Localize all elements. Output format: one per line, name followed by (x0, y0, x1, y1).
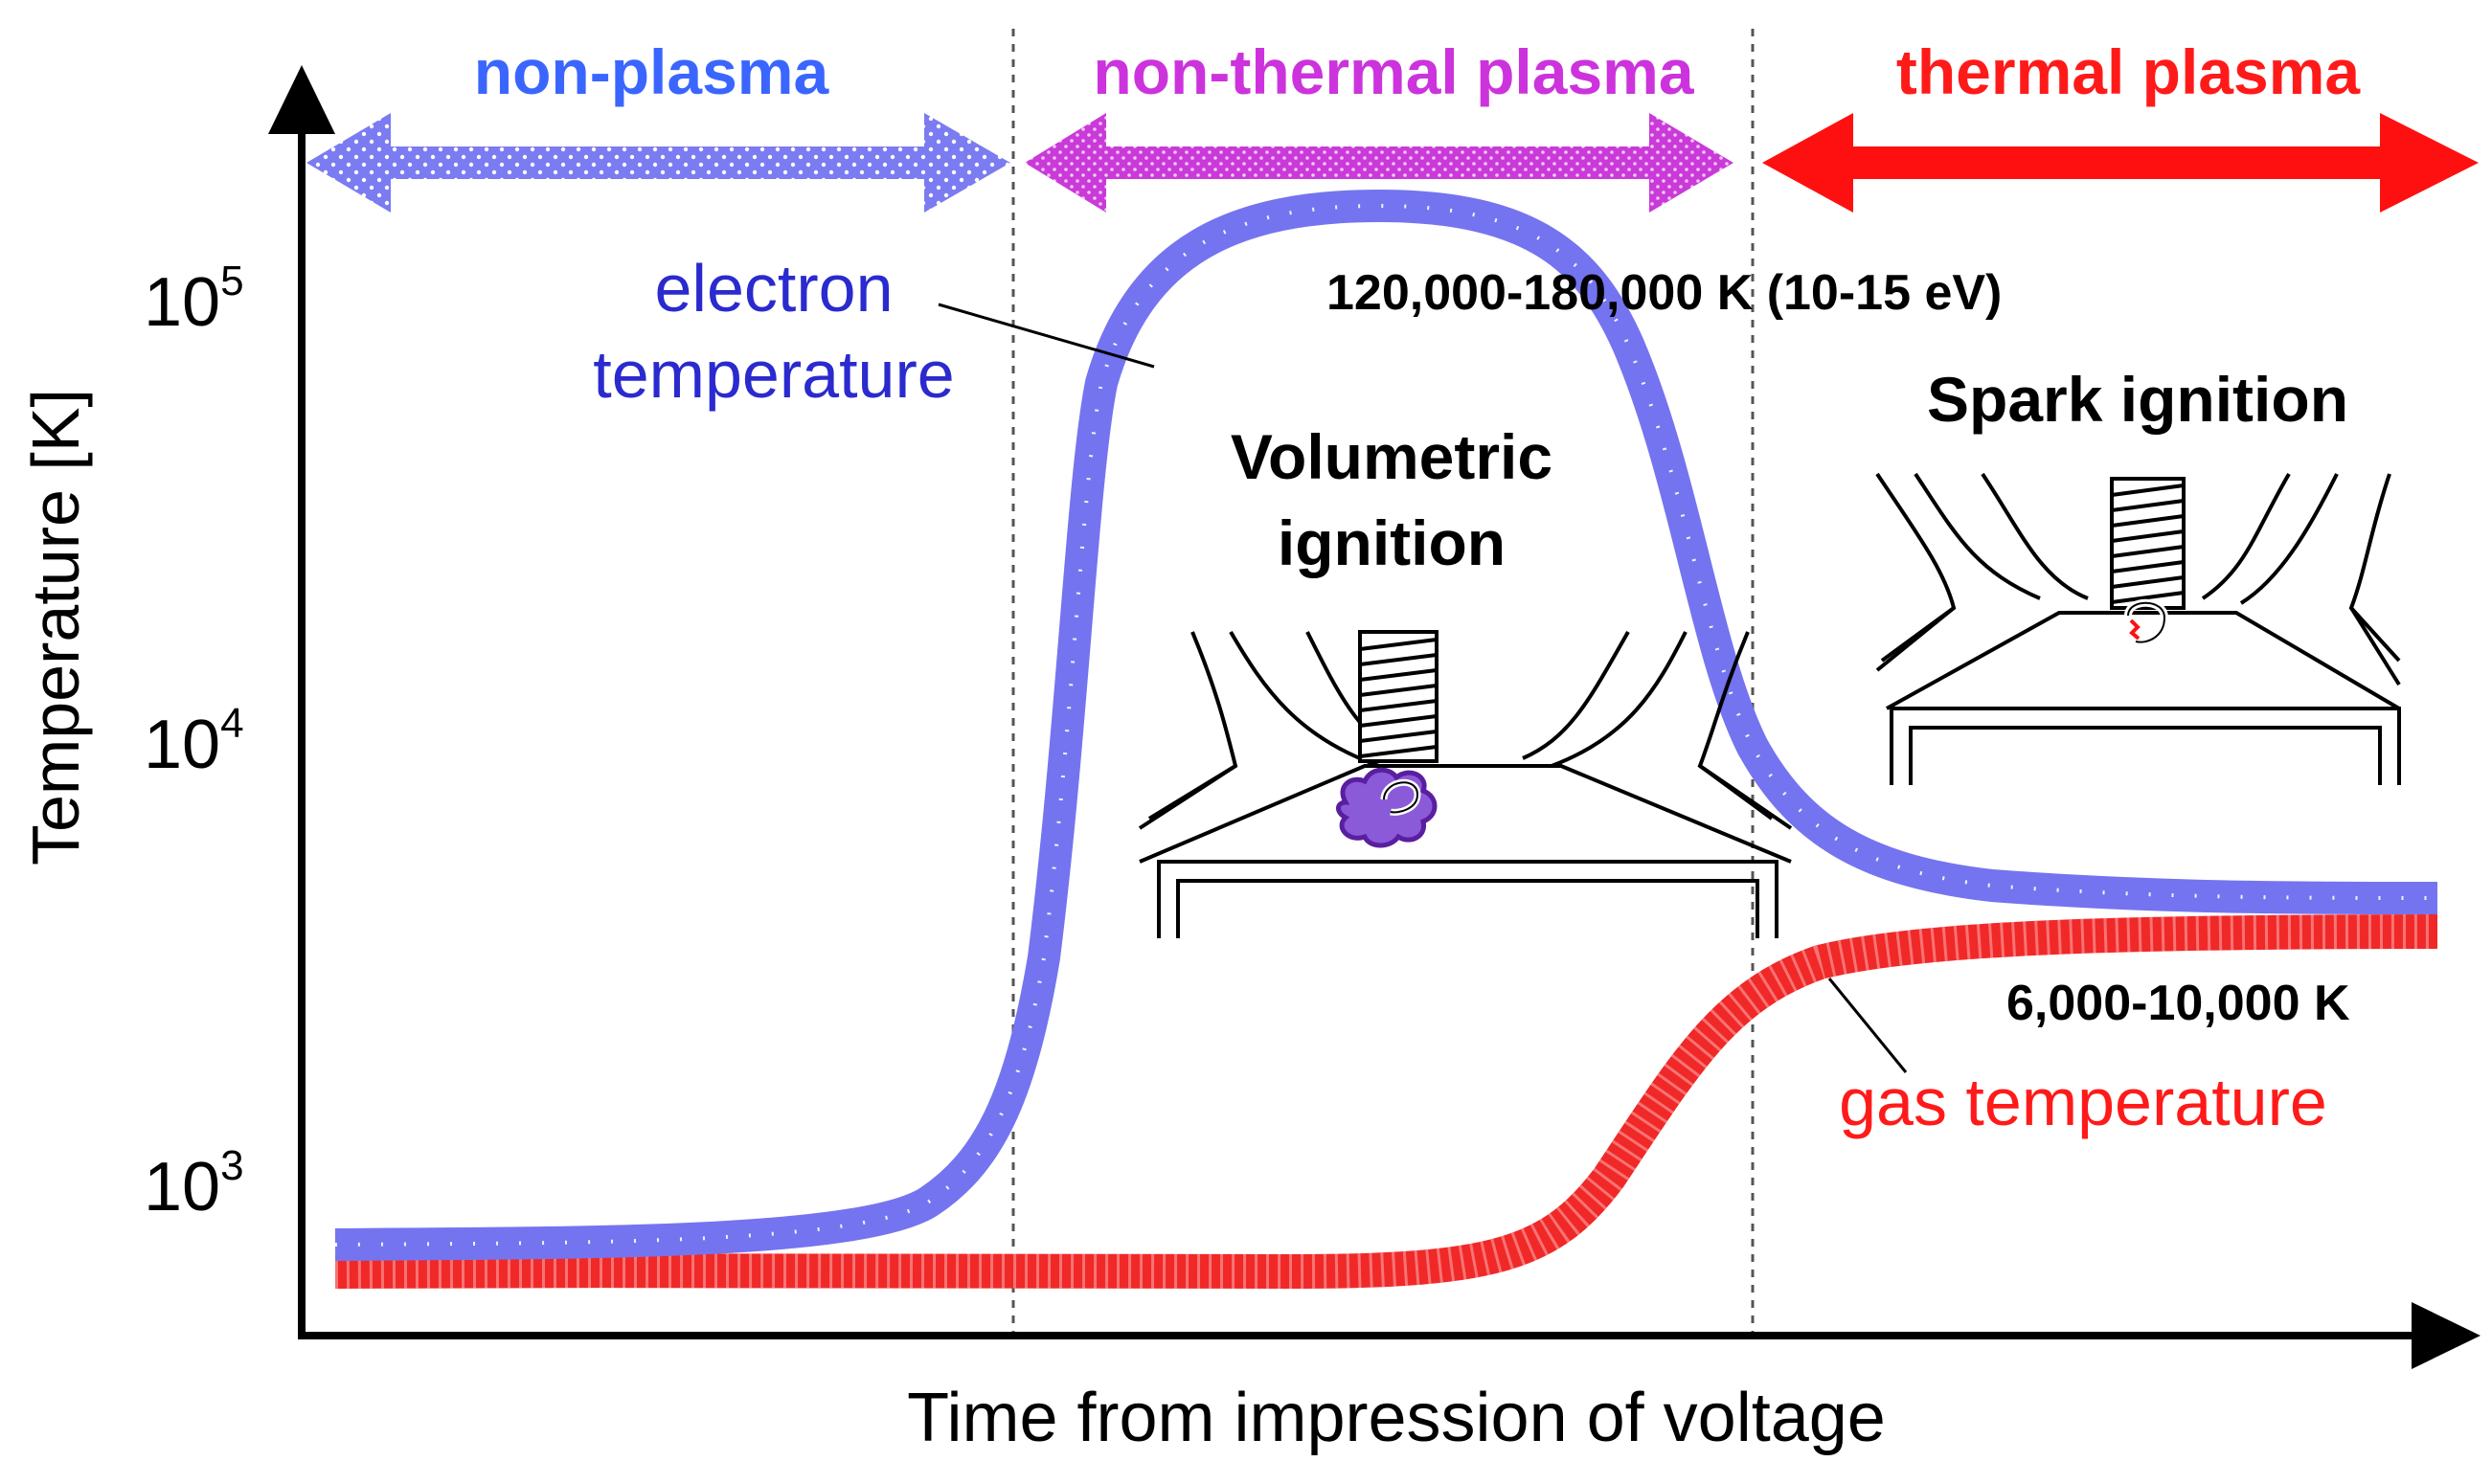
x-axis (298, 1302, 2481, 1369)
thermal-plasma-arrow (1762, 113, 2479, 213)
volumetric-ignition-label-line1: Volumetric (1231, 421, 1552, 492)
y-axis-arrowhead (268, 65, 335, 134)
electron-temperature-curve (334, 189, 2438, 1261)
x-axis-title: Time from impression of voltage (907, 1380, 1886, 1456)
volumetric-ignition-label-line2: ignition (1278, 507, 1506, 578)
y-tick-1e3-base: 10 (144, 1149, 220, 1225)
x-axis-arrowhead (2412, 1302, 2481, 1369)
discharge-glow (1336, 767, 1438, 848)
y-tick-1e4-exp: 4 (220, 700, 243, 747)
gas-temperature-curve-texture (334, 914, 2438, 1290)
non-plasma-arrow (306, 113, 1010, 213)
y-tick-1e3-exp: 3 (220, 1142, 243, 1189)
spark-ignition-label: Spark ignition (1927, 364, 2348, 435)
y-axis-title: Temperature [K] (18, 389, 93, 866)
electron-temperature-label-line1: electron (654, 251, 893, 326)
electron-label-leader (938, 303, 1155, 369)
y-tick-1e5-exp: 5 (220, 258, 243, 304)
gas-temperature-label: gas temperature (1839, 1065, 2327, 1139)
y-tick-1e5-base: 10 (144, 264, 220, 341)
engine-cylinder-spark-discharge-icon (1875, 472, 2401, 785)
electron-temperature-label-line2: temperature (593, 337, 954, 412)
non-plasma-label: non-plasma (474, 36, 830, 107)
y-tick-1e4: 104 (144, 700, 244, 783)
y-tick-1e5: 105 (144, 258, 244, 341)
y-tick-1e4-base: 10 (144, 707, 220, 783)
spark-mark (2129, 618, 2141, 641)
thermal-plasma-label: thermal plasma (1896, 36, 2361, 107)
electron-temperature-range: 120,000-180,000 K (10-15 eV) (1326, 265, 2002, 321)
gas-label-leader (1827, 978, 1908, 1073)
non-thermal-plasma-label: non-thermal plasma (1093, 36, 1694, 107)
engine-cylinder-volumetric-discharge-icon (1138, 630, 1793, 938)
gas-temperature-range: 6,000-10,000 K (2006, 976, 2350, 1031)
y-axis (268, 65, 335, 1336)
y-tick-1e3: 103 (144, 1142, 244, 1225)
non-thermal-plasma-arrow (1025, 113, 1733, 213)
